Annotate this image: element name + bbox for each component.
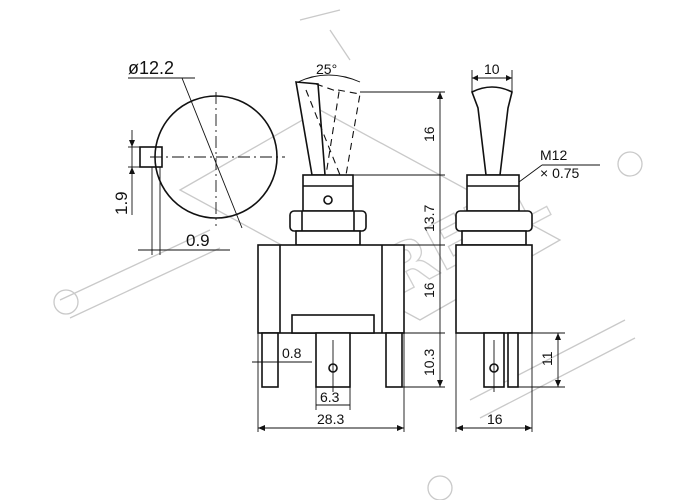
lever-dashed-mid <box>315 83 340 176</box>
thread-leader <box>518 164 543 183</box>
watermark-arm-top <box>299 9 351 61</box>
arrow-10-right <box>506 75 512 81</box>
dim-10-label: 10 <box>484 61 500 77</box>
dim-16-side-label: 16 <box>487 411 503 427</box>
side-view: 10 M12 × 0.75 11 16 <box>455 61 600 432</box>
washer <box>295 230 361 246</box>
arrow-10-left <box>472 75 478 81</box>
arrow-16-side-left <box>456 425 463 431</box>
arrow-1-9-bottom <box>129 167 135 174</box>
lever-dashed-right <box>332 89 361 176</box>
collar-hole <box>323 195 333 205</box>
arrow-v-top <box>437 92 443 99</box>
side-body <box>455 244 533 334</box>
dim-28-3-label: 28.3 <box>317 411 344 427</box>
terminal-right <box>385 332 403 388</box>
dim-11-label: 11 <box>539 351 555 366</box>
side-terminal-back <box>507 332 519 388</box>
arrow-28-3-right <box>397 425 404 431</box>
arrow-28-3-left <box>258 425 265 431</box>
arrow-16-side-right <box>525 425 532 431</box>
arrow-1-9-top <box>129 140 135 147</box>
angle-arc <box>297 74 361 83</box>
dim-1-9-label: 1.9 <box>112 191 131 215</box>
watermark-circle-right <box>617 151 643 177</box>
thread-pitch-label: × 0.75 <box>540 165 580 181</box>
diameter-label: ø12.2 <box>128 58 174 78</box>
diameter-leader <box>181 77 243 229</box>
watermark-arm-left <box>59 229 221 319</box>
dim-16-lever-label: 16 <box>421 126 437 142</box>
arrow-11-top <box>555 333 561 340</box>
side-lever <box>470 86 513 176</box>
watermark-circle-left <box>53 289 79 315</box>
side-washer <box>461 230 527 246</box>
angle-label: 25° <box>316 61 337 77</box>
dim-16-body-label: 16 <box>421 282 437 298</box>
top-view: ø12.2 1.9 0.9 <box>112 58 285 255</box>
terminal-base <box>291 314 375 334</box>
collar <box>302 174 354 212</box>
side-collar <box>466 174 520 212</box>
watermark-circle-bottom <box>427 475 453 500</box>
lever-dashed-cross <box>305 89 341 176</box>
dim-10-3-label: 10.3 <box>421 349 437 376</box>
lever-solid <box>295 81 326 176</box>
side-nut <box>455 210 533 232</box>
vertical-dimensions: 16 13.7 16 10.3 <box>353 91 445 388</box>
dim-0-9-label: 0.9 <box>186 231 210 250</box>
pin-rect <box>139 146 163 168</box>
terminal-left <box>261 332 279 388</box>
thread-size-label: M12 <box>540 147 567 163</box>
dim-6-3-label: 6.3 <box>320 389 340 405</box>
dim-0-8-label: 0.8 <box>282 345 302 361</box>
arrow-v-bottom <box>437 380 443 387</box>
arrow-11-bottom <box>555 380 561 387</box>
dim-13-7-label: 13.7 <box>421 205 437 232</box>
front-view: 25° 0.8 6.3 28.3 <box>252 61 405 432</box>
